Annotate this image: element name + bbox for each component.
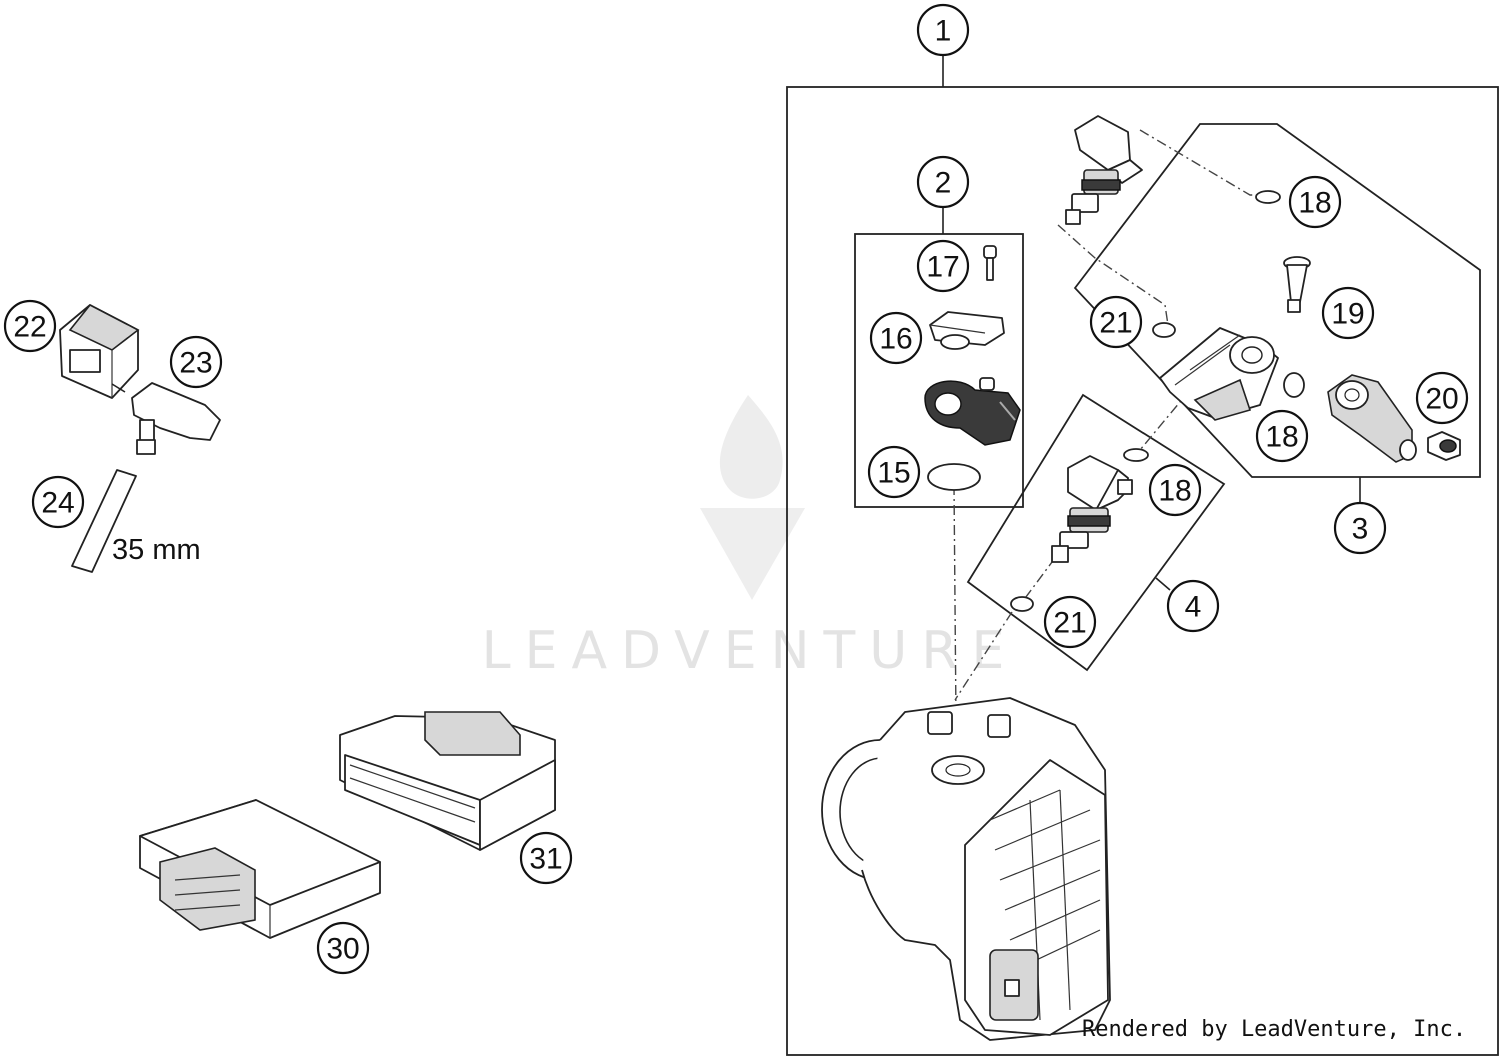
callout-c2: 2: [916, 155, 970, 209]
callout-number: 16: [879, 323, 912, 356]
callout-number: 15: [877, 457, 910, 490]
callout-c30: 30: [316, 921, 370, 975]
o-ring-15-icon: [927, 463, 981, 491]
callout-circle: [916, 3, 970, 57]
injector-kit4-icon: [1051, 455, 1133, 563]
callout-number: 31: [529, 843, 562, 876]
assembly-line: [1139, 129, 1262, 196]
callout-c22: 22: [3, 299, 57, 353]
callout-c24: 24: [31, 475, 85, 529]
callout-circle: [1321, 286, 1375, 340]
callout-number: 1: [935, 15, 952, 48]
fitting-icon: [1327, 374, 1417, 463]
callout-number: 4: [1185, 591, 1202, 624]
callout-circle: [869, 311, 923, 365]
bracket-16-icon: [929, 311, 1005, 350]
hose-24-icon: [71, 469, 137, 573]
callout-c21a: 21: [1089, 295, 1143, 349]
callout-number: 18: [1298, 187, 1331, 220]
sensor-16-icon: [924, 377, 1021, 446]
fuel-housing-icon: [1159, 327, 1279, 421]
leader-23: [111, 383, 126, 393]
assembly-line: [1139, 389, 1191, 451]
callout-c23: 23: [169, 335, 223, 389]
bolt-20-icon: [1427, 431, 1461, 461]
callout-number: 19: [1331, 298, 1364, 331]
kit-2-frame: [854, 233, 1024, 508]
callout-number: 20: [1425, 383, 1458, 416]
callout-c3: 3: [1333, 501, 1387, 555]
dimension-label-35mm: 35 mm: [112, 534, 201, 566]
callout-c17: 17: [916, 239, 970, 293]
callout-circle: [867, 445, 921, 499]
kit-4-frame: [966, 393, 1226, 672]
injector-top-icon: [1065, 115, 1143, 225]
callout-number: 21: [1053, 607, 1086, 640]
o-ring-18-middle-icon: [1283, 372, 1305, 398]
callout-c1: 1: [916, 3, 970, 57]
callout-number: 24: [41, 487, 74, 520]
sensor-23-icon: [131, 382, 221, 455]
callout-circle: [916, 155, 970, 209]
watermark: LEADVENTURE: [482, 395, 1019, 681]
callout-circle: [316, 921, 370, 975]
callout-circle: [1333, 501, 1387, 555]
callout-c20: 20: [1415, 371, 1469, 425]
callout-c18b: 18: [1255, 409, 1309, 463]
ecu-holder-31-icon: [339, 711, 556, 851]
callout-circle: [1089, 295, 1143, 349]
callout-number: 3: [1352, 513, 1369, 546]
callout-circle: [1255, 409, 1309, 463]
callout-number: 30: [326, 933, 359, 966]
callout-circle: [3, 299, 57, 353]
ecu-30-icon: [139, 799, 381, 939]
callout-circle: [916, 239, 970, 293]
callout-circle: [169, 335, 223, 389]
callout-number: 2: [935, 167, 952, 200]
washer-21-lower-icon: [1010, 596, 1034, 612]
assembly-line: [953, 484, 957, 721]
screw-17-icon: [983, 245, 997, 281]
render-credit: Rendered by LeadVenture, Inc.: [1082, 1017, 1466, 1042]
sensor-22-icon: [59, 303, 140, 399]
callout-number: 22: [13, 311, 46, 344]
watermark-flame-icon: [700, 395, 805, 600]
callout-c21b: 21: [1043, 595, 1097, 649]
washer-21-upper-icon: [1152, 322, 1176, 338]
kit-3-frame: [1073, 123, 1481, 478]
callout-circle: [1043, 595, 1097, 649]
washer-18-lower-icon: [1123, 448, 1149, 462]
leader-4: [1155, 577, 1171, 591]
callout-circle: [1148, 463, 1202, 517]
callout-c18c: 18: [1148, 463, 1202, 517]
callout-c18a: 18: [1288, 175, 1342, 229]
callout-c15: 15: [867, 445, 921, 499]
callout-c4: 4: [1166, 579, 1220, 633]
callout-circle: [1166, 579, 1220, 633]
callout-circle: [1415, 371, 1469, 425]
callout-c31: 31: [519, 831, 573, 885]
callout-number: 23: [179, 347, 212, 380]
callout-c16: 16: [869, 311, 923, 365]
callout-number: 18: [1265, 421, 1298, 454]
washer-18-upper-icon: [1255, 190, 1281, 204]
throttle-body-icon: [821, 697, 1111, 1041]
callout-circle: [1288, 175, 1342, 229]
callout-circle: [519, 831, 573, 885]
callout-c19: 19: [1321, 286, 1375, 340]
callout-number: 21: [1099, 307, 1132, 340]
watermark-text: LEADVENTURE: [482, 621, 1019, 681]
callout-number: 18: [1158, 475, 1191, 508]
assembly-1-frame: [786, 86, 1499, 1056]
callout-number: 17: [926, 251, 959, 284]
assembly-line: [1057, 224, 1169, 326]
callout-circle: [31, 475, 85, 529]
pin-19-icon: [1283, 256, 1311, 313]
assembly-line: [954, 611, 1013, 701]
